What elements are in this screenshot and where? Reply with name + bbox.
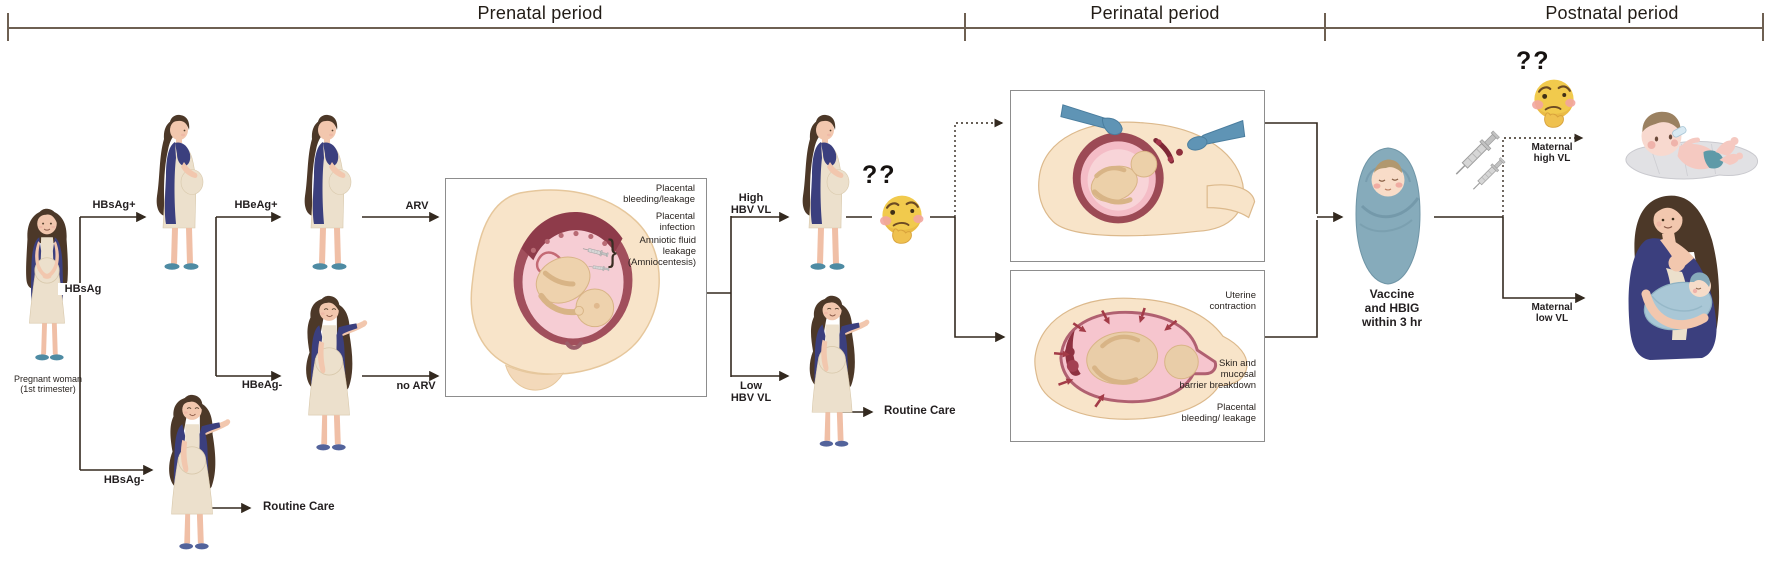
pregnant-woman-high-vl [792,112,854,284]
placental-infection-label: Placental infection [655,211,695,233]
routine-care-label-hbsag-negative: Routine Care [263,501,335,513]
placental-bleeding-labor-label: Placental bleeding/ leakage [1181,402,1256,424]
timeline-tick-end [1762,13,1764,41]
timeline-tick-perinatal-postnatal [1324,13,1326,41]
breastfeeding-mother [1628,195,1720,360]
pregnant-woman-hbeag-positive [294,112,356,284]
hbeag-negative-label: HBeAg- [241,379,283,391]
timeline-axis [8,27,1764,29]
prenatal-uterus-box [445,178,707,397]
hbsag-positive-label: HBsAg+ [92,199,136,211]
timeline-tick-start [7,13,9,41]
amniotic-fluid-leakage-label: Amniotic fluid leakage (Amniocentesis) [627,235,696,268]
hbsag-test-label: HBsAg [58,283,108,296]
thinking-emoji-prenatal [874,190,930,246]
high-hbv-vl-label: High HBV VL [730,192,772,217]
perinatal-period-header: Perinatal period [1090,3,1220,23]
pregnant-woman-caption: Pregnant woman (1st trimester) [13,374,83,394]
pregnant-woman-hbeag-negative [290,294,372,462]
thinking-emoji-postnatal [1526,74,1582,130]
pregnant-woman-hbsag-positive [146,112,208,284]
pregnant-woman-low-vl [793,294,875,458]
uncertainty-question-marks-postnatal: ?? [1516,47,1551,75]
uterine-contraction-label: Uterine contraction [1209,290,1256,312]
placental-bleeding-leakage-label: Placental bleeding/leakage [623,183,695,205]
vaccine-hbig-caption: Vaccine and HBIG within 3 hr [1362,287,1422,329]
timeline-tick-prenatal-perinatal [964,13,966,41]
maternal-low-vl-label: Maternal low VL [1531,302,1573,324]
routine-care-label-low-vl: Routine Care [884,405,956,417]
uncertainty-question-marks-prenatal: ?? [862,161,897,189]
prenatal-period-header: Prenatal period [477,3,603,23]
skin-mucosal-barrier-label: Skin and mucosal barrier breakdown [1179,358,1256,391]
hbeag-positive-label: HBeAg+ [234,199,278,211]
csection-delivery-box [1010,90,1265,262]
amniotic-label-brace: } [608,233,618,269]
low-hbv-vl-label: Low HBV VL [730,380,772,405]
swaddled-newborn [1355,147,1421,285]
maternal-high-vl-label: Maternal high VL [1531,142,1573,164]
no-arv-label: no ARV [396,380,436,392]
csection-illustration [1038,104,1256,237]
vaccine-syringes-icon [1428,104,1488,182]
arv-label: ARV [405,200,429,212]
pregnant-woman-hbsag-negative [153,392,235,562]
postnatal-period-header: Postnatal period [1545,3,1679,23]
hbsag-negative-label: HBsAg- [103,474,145,486]
fetus-in-utero-illustration [470,189,660,391]
labor-illustration [1034,297,1248,420]
vaginal-labor-box [1010,270,1265,442]
baby-alone-formula-feeding [1625,111,1758,180]
